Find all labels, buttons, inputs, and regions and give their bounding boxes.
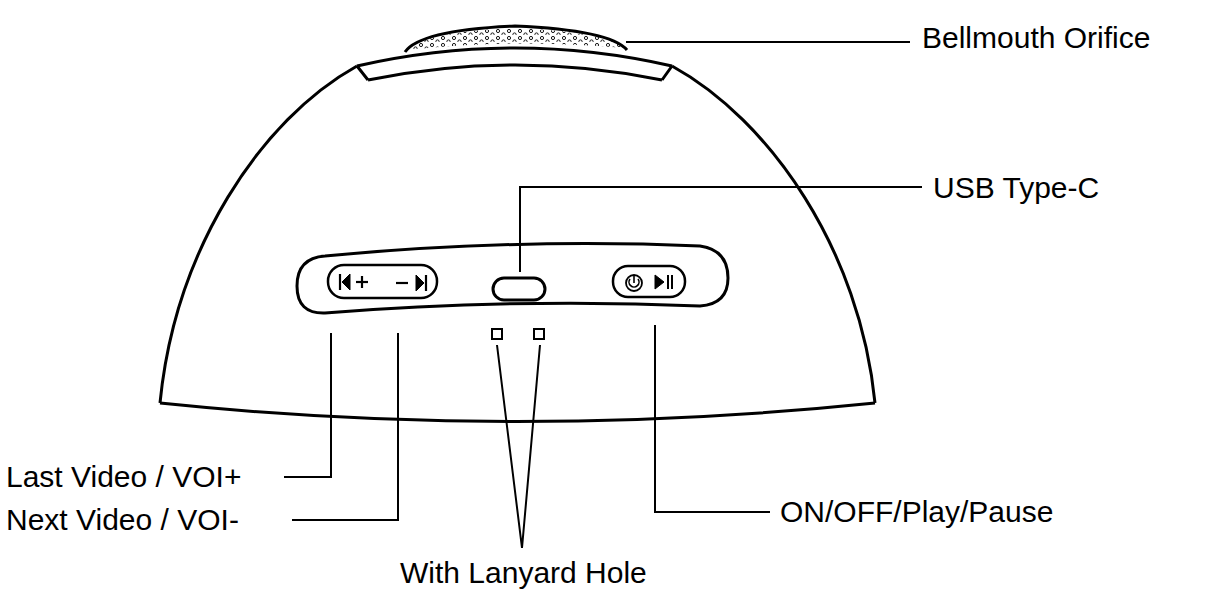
speaker-body: [160, 26, 875, 422]
control-panel: [297, 244, 728, 313]
grille-holes: [408, 28, 624, 50]
part-label: Last Video / VOI+: [6, 460, 241, 494]
part-label: USB Type-C: [933, 171, 1099, 205]
part-label: With Lanyard Hole: [400, 556, 647, 590]
part-label: Bellmouth Orifice: [922, 21, 1150, 55]
button-icons: [340, 274, 672, 291]
part-label: ON/OFF/Play/Pause: [780, 495, 1053, 529]
part-label: Next Video / VOI-: [6, 503, 239, 537]
lanyard-holes: [492, 329, 544, 339]
leader-lines: [284, 42, 922, 548]
